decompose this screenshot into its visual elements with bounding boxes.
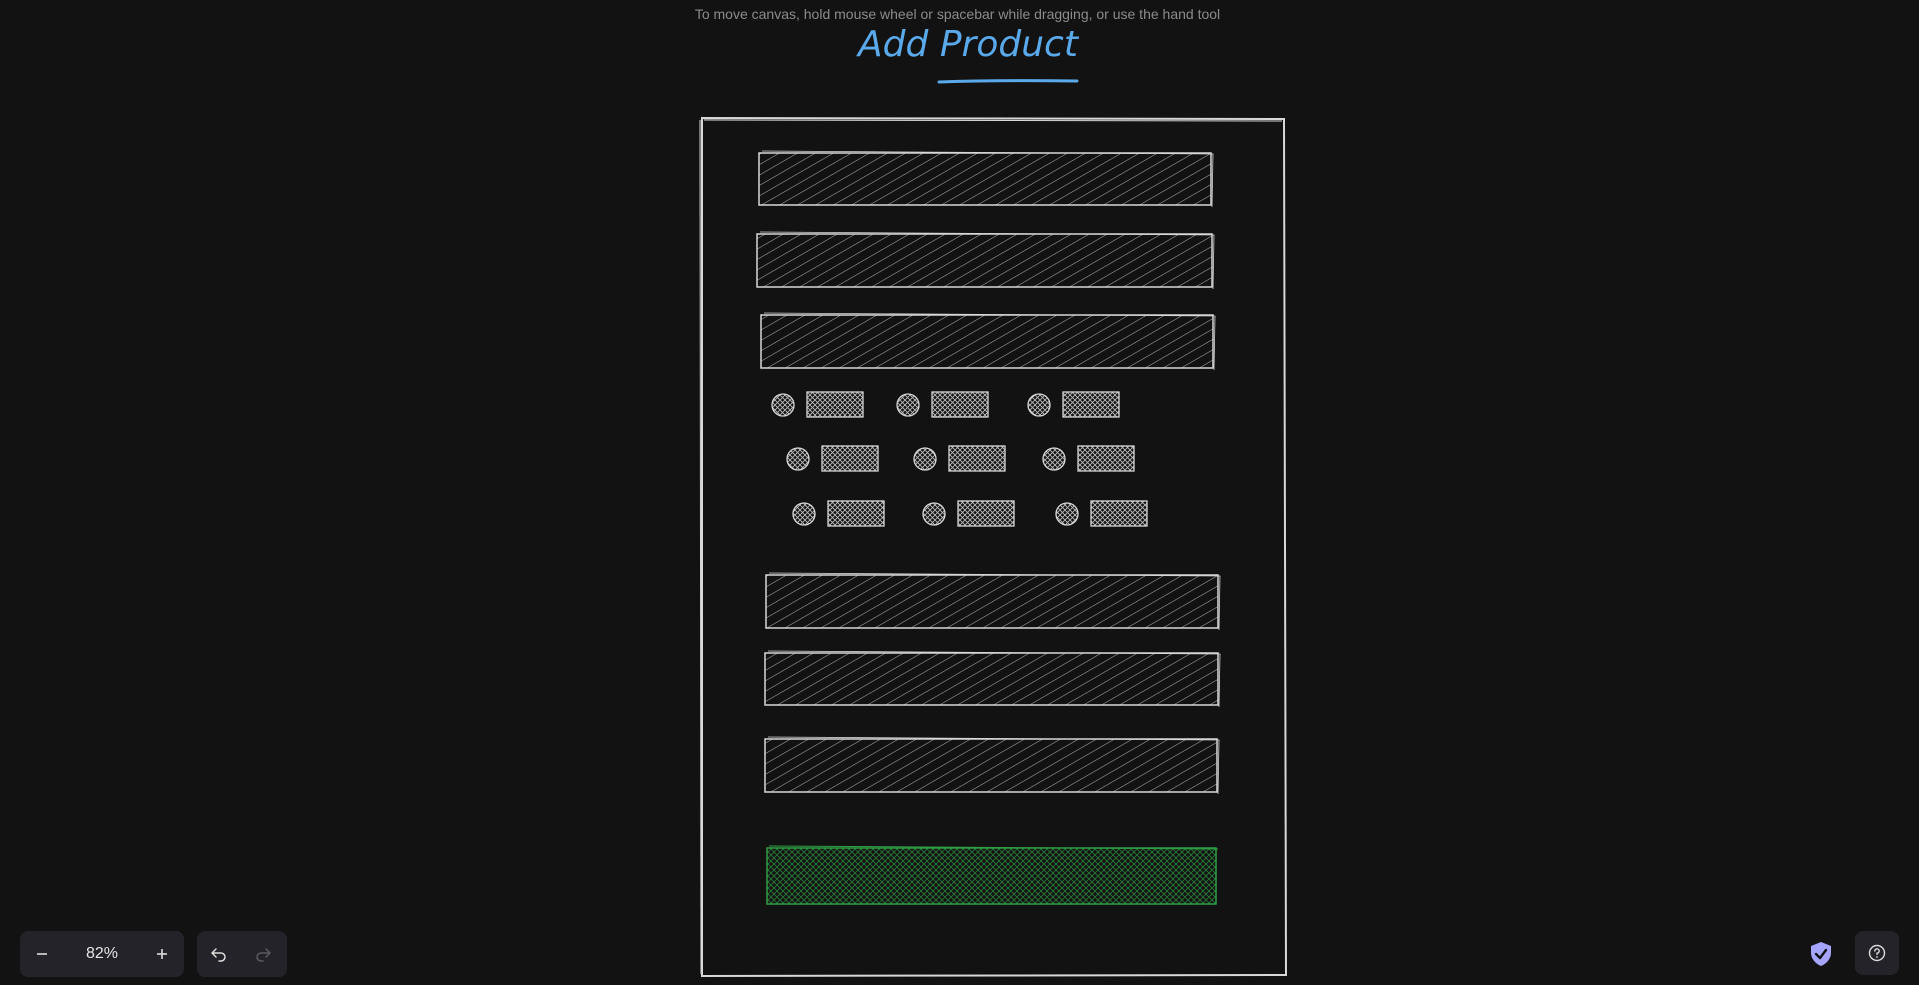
plus-icon	[157, 949, 167, 959]
radio-circle[interactable]	[771, 393, 795, 417]
option-rows	[771, 391, 1148, 527]
zoom-out-button[interactable]	[20, 931, 64, 977]
canvas-hint: To move canvas, hold mouse wheel or spac…	[0, 6, 1919, 22]
title-underline[interactable]	[937, 79, 1079, 84]
input-field[interactable]	[765, 572, 1221, 631]
canvas-hint-text: To move canvas, hold mouse wheel or spac…	[694, 6, 1221, 22]
redo-button[interactable]	[241, 931, 285, 977]
radio-label-box	[1077, 445, 1135, 472]
zoom-controls: 82%	[20, 931, 184, 977]
radio-option[interactable]	[922, 500, 1015, 527]
radio-option[interactable]	[792, 500, 885, 527]
radio-label-box	[806, 391, 864, 418]
undo-icon	[211, 948, 226, 962]
input-field[interactable]	[764, 650, 1221, 708]
help-button[interactable]	[1855, 931, 1899, 975]
radio-circle[interactable]	[1055, 502, 1079, 526]
radio-circle[interactable]	[1027, 393, 1051, 417]
input-fields-top	[756, 150, 1216, 371]
radio-circle[interactable]	[1042, 447, 1066, 471]
radio-circle[interactable]	[896, 393, 920, 417]
radio-label-box	[931, 391, 989, 418]
radio-circle[interactable]	[913, 447, 937, 471]
zoom-in-button[interactable]	[140, 931, 184, 977]
input-field[interactable]	[758, 150, 1214, 208]
wireframe-title[interactable]: Add Product	[856, 24, 1080, 65]
history-controls	[197, 931, 287, 977]
redo-icon	[256, 948, 271, 962]
radio-option[interactable]	[896, 391, 989, 418]
form-frame[interactable]	[699, 116, 1288, 978]
radio-option[interactable]	[786, 445, 879, 472]
radio-option[interactable]	[771, 391, 864, 418]
radio-option[interactable]	[1042, 445, 1135, 472]
radio-label-box	[827, 500, 885, 527]
shield-check-icon[interactable]	[1809, 941, 1833, 967]
radio-label-box	[1062, 391, 1120, 418]
input-fields-bottom	[764, 572, 1221, 795]
radio-label-box	[948, 445, 1006, 472]
radio-label-box	[1090, 500, 1148, 527]
zoom-level[interactable]: 82%	[85, 945, 119, 962]
input-field[interactable]	[756, 231, 1215, 290]
input-field[interactable]	[764, 736, 1220, 795]
radio-circle[interactable]	[792, 502, 816, 526]
radio-circle[interactable]	[786, 447, 810, 471]
radio-option[interactable]	[1055, 500, 1148, 527]
input-field[interactable]	[760, 312, 1216, 371]
radio-label-box	[821, 445, 879, 472]
minus-icon	[37, 953, 47, 955]
radio-label-box	[957, 500, 1015, 527]
undo-button[interactable]	[197, 931, 241, 977]
submit-button[interactable]	[766, 845, 1219, 905]
radio-option[interactable]	[913, 445, 1006, 472]
help-circle-icon	[1868, 944, 1886, 962]
radio-option[interactable]	[1027, 391, 1120, 418]
radio-circle[interactable]	[922, 502, 946, 526]
